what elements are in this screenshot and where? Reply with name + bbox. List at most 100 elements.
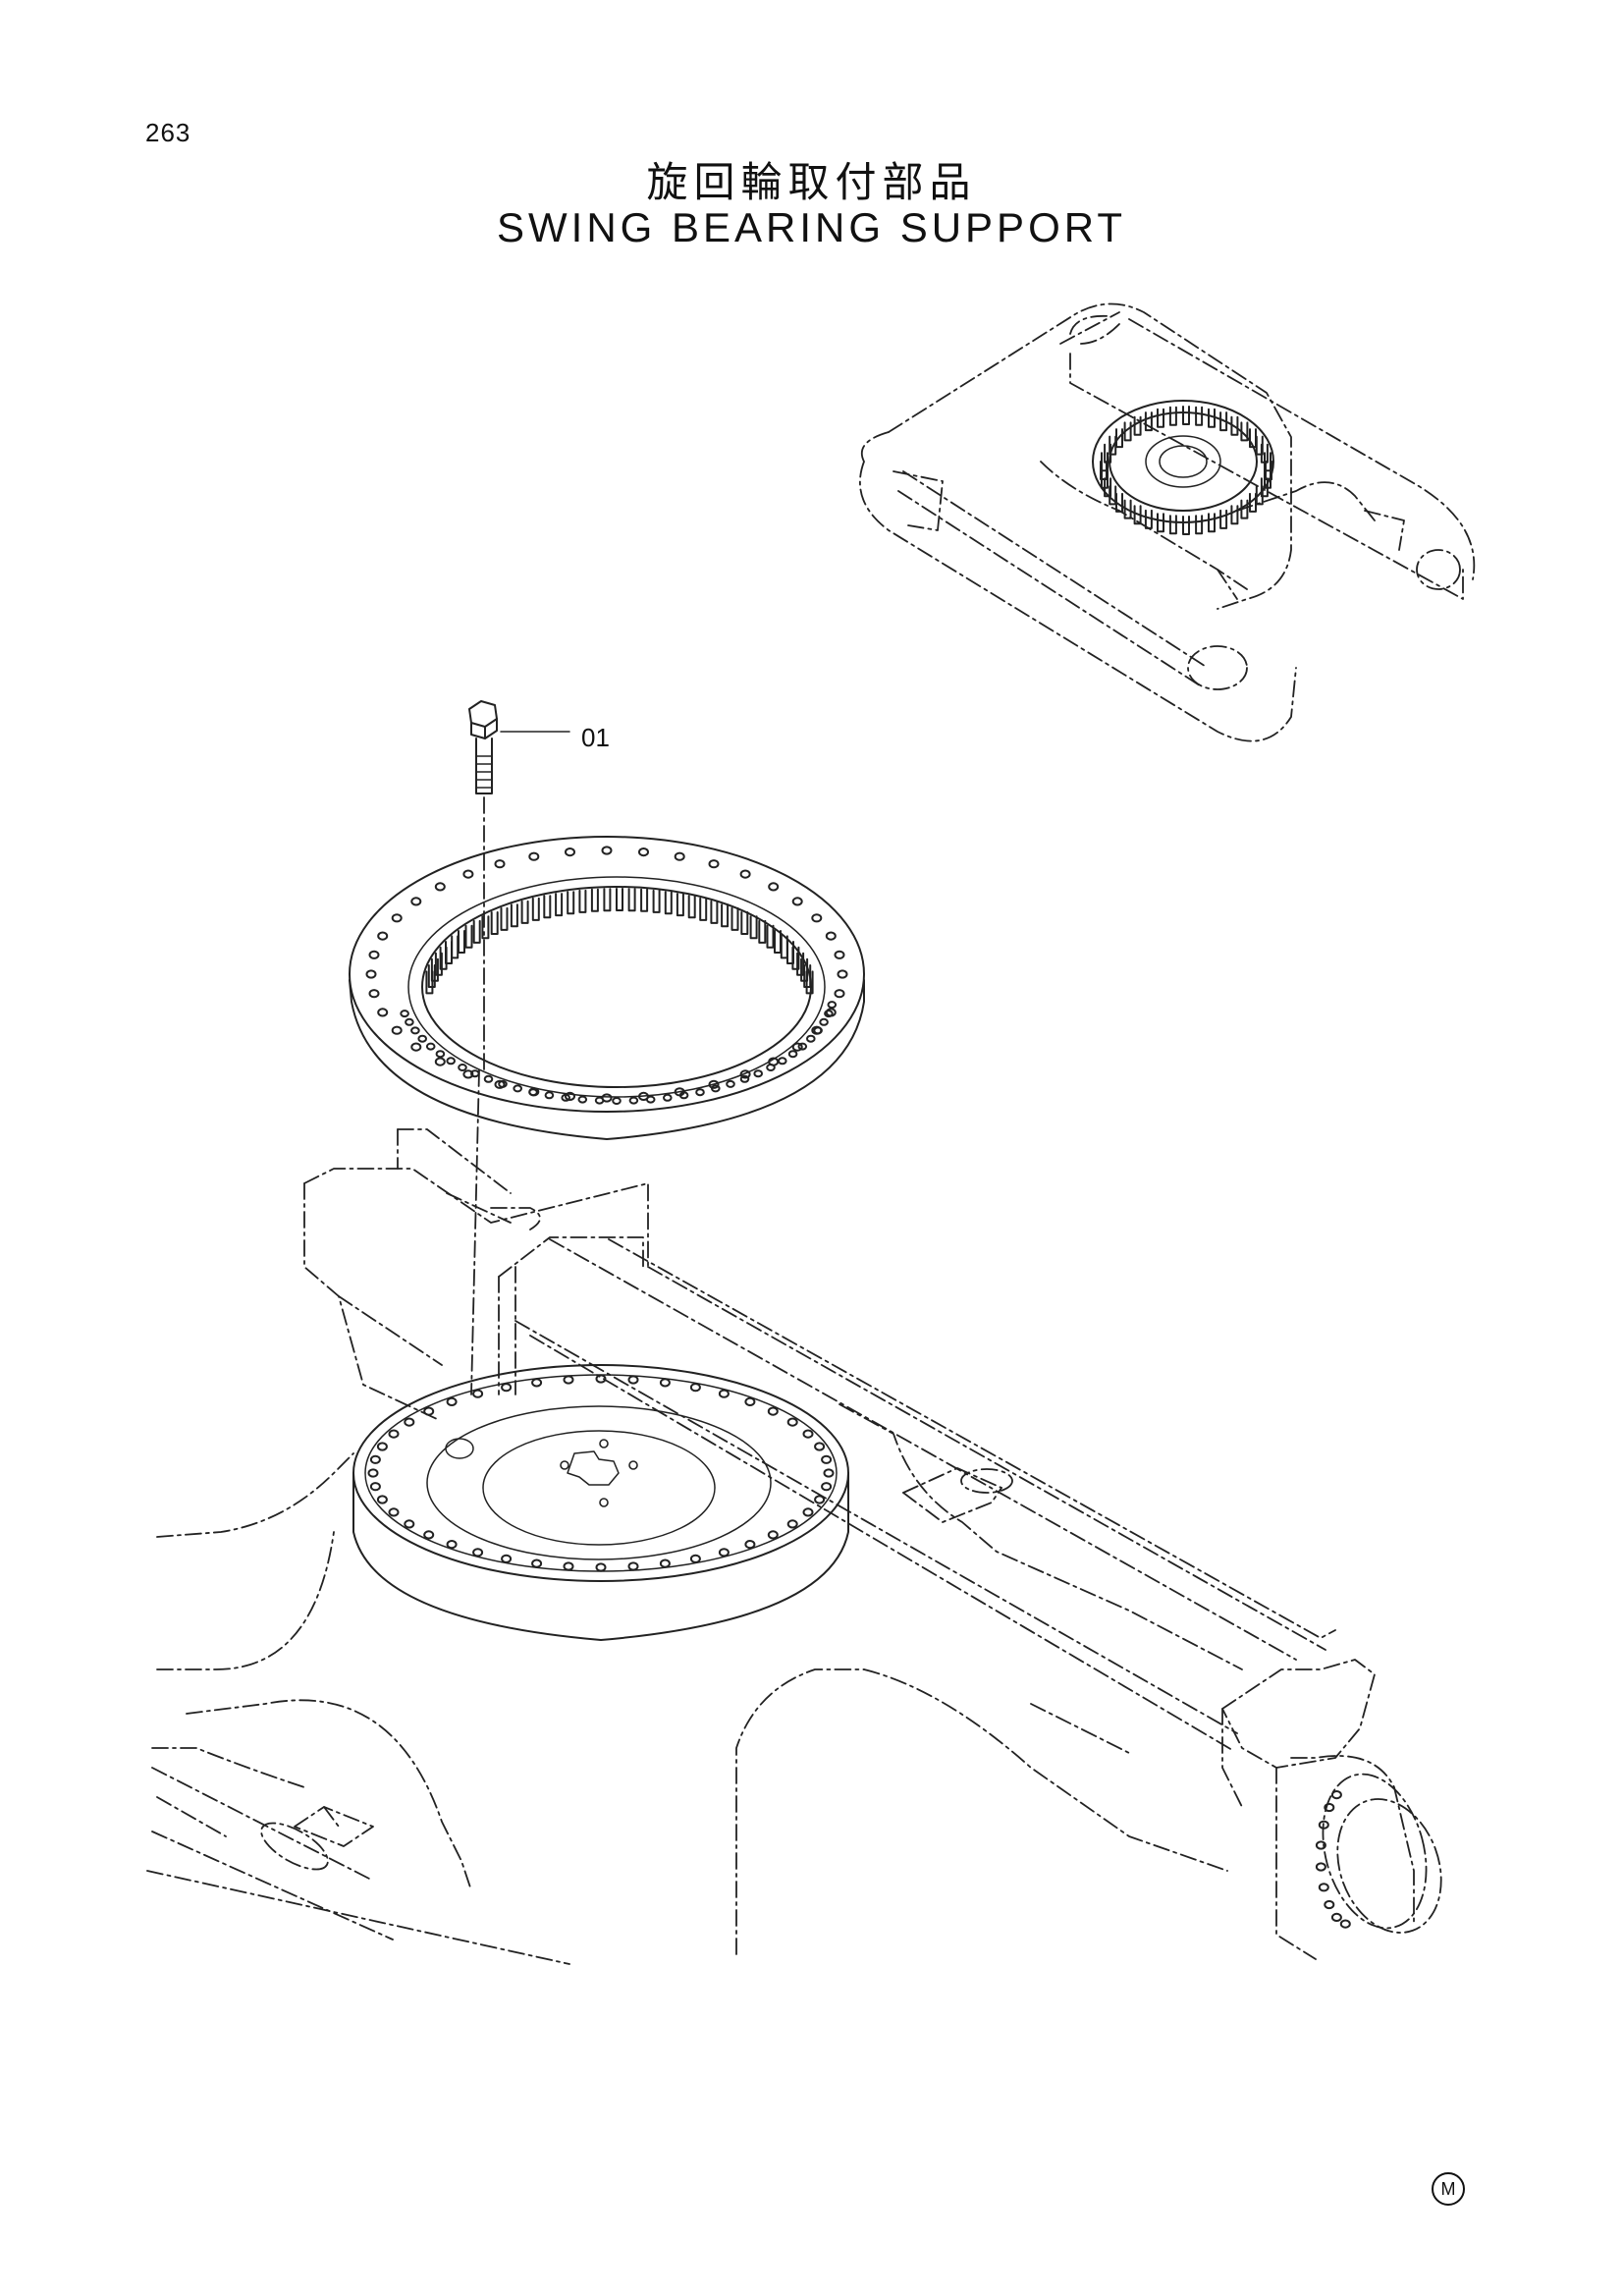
overview-gear-tooth — [1115, 492, 1123, 513]
gear-tooth — [603, 888, 612, 912]
gear-tooth — [749, 915, 758, 940]
ring-bolt-hole — [377, 1008, 389, 1017]
ring-inner-hole — [513, 1084, 523, 1093]
gear-tooth — [627, 888, 636, 912]
overview-gear-tooth — [1182, 406, 1190, 425]
base-bolt-hole — [369, 1482, 381, 1492]
gear-tooth — [791, 946, 800, 970]
gear-tooth — [740, 911, 749, 935]
ring-inner-hole — [577, 1095, 588, 1104]
gear-tooth — [640, 888, 649, 912]
base-bolt-hole — [472, 1548, 484, 1558]
overview-gear-tooth — [1182, 516, 1190, 535]
swing-bearing-ring — [349, 836, 865, 1140]
ring-inner-hole — [813, 1026, 823, 1035]
ring-inner-hole — [695, 1088, 705, 1097]
ring-bolt-hole — [434, 882, 446, 892]
overview-gear-tooth — [1230, 505, 1239, 525]
ring-inner-hole — [483, 1074, 494, 1083]
overview-gear-tooth — [1144, 411, 1153, 432]
ring-bolt-hole — [391, 1025, 403, 1035]
ring-bolt-hole — [811, 913, 823, 923]
ring-inner-hole — [711, 1084, 721, 1093]
base-bolt-hole — [404, 1519, 415, 1529]
gear-tooth — [710, 900, 719, 924]
base-bolt-hole — [501, 1554, 513, 1563]
ring-inner-hole — [778, 1057, 787, 1066]
gear-tooth — [500, 906, 509, 931]
gear-tooth — [730, 906, 739, 931]
gear-tooth — [490, 911, 499, 935]
base-bolt-hole — [376, 1495, 388, 1504]
ring-inner-hole — [806, 1034, 816, 1043]
base-bolt-hole — [388, 1507, 400, 1517]
ring-bolt-hole — [837, 969, 848, 979]
gear-tooth — [766, 924, 775, 949]
ring-bolt-hole — [739, 1069, 751, 1079]
flange-hole — [1324, 1899, 1335, 1910]
ring-inner-hole — [498, 1079, 508, 1088]
base-bolt-hole — [472, 1389, 484, 1398]
flange-hole — [1315, 1862, 1326, 1872]
undercarriage-overview — [859, 302, 1476, 742]
base-bolt-hole — [689, 1383, 701, 1393]
base-bolt-hole — [388, 1429, 400, 1439]
gear-tooth — [758, 919, 767, 944]
ring-inner-hole — [446, 1057, 457, 1066]
base-bolt-hole — [814, 1495, 826, 1504]
ring-inner-hole — [663, 1093, 673, 1102]
ring-bolt-hole — [365, 969, 377, 979]
gear-tooth — [664, 891, 673, 915]
circled-m-icon: M — [1432, 2172, 1465, 2206]
gear-tooth — [458, 930, 465, 954]
gear-tooth — [520, 900, 529, 924]
ring-inner-hole — [787, 1050, 798, 1059]
gear-tooth — [434, 952, 443, 976]
base-bolt-hole — [821, 1454, 833, 1464]
ring-bolt-hole — [462, 869, 474, 879]
ring-bolt-hole — [674, 851, 685, 861]
base-bolt-hole — [563, 1561, 574, 1571]
ring-inner-hole — [458, 1064, 467, 1071]
ring-bolt-hole — [434, 1057, 446, 1066]
gear-tooth — [430, 957, 439, 982]
base-bolt-hole — [786, 1519, 798, 1529]
gear-tooth — [555, 893, 564, 917]
ring-inner-hole — [645, 1095, 656, 1104]
base-bolt-hole — [744, 1396, 756, 1407]
gear-tooth — [578, 889, 587, 913]
flange-hole — [1330, 1790, 1342, 1800]
overview-gear-tooth — [1168, 406, 1177, 426]
gear-tooth — [427, 964, 436, 988]
gear-tooth — [590, 888, 599, 912]
ring-bolt-hole — [410, 1042, 422, 1052]
base-bolt-hole — [563, 1375, 574, 1385]
page-number: 263 — [145, 118, 191, 147]
base-bolt-hole — [814, 1442, 826, 1451]
ring-bolt-hole — [368, 989, 380, 999]
gear-tooth — [445, 941, 453, 964]
ring-bolt-hole — [565, 1091, 575, 1102]
flange-hole — [1315, 1840, 1326, 1850]
overview-gear-tooth — [1219, 411, 1228, 432]
base-bolt-hole — [627, 1375, 639, 1385]
gear-tooth — [687, 895, 696, 919]
ring-bolt-hole — [494, 859, 506, 869]
ring-inner-hole — [410, 1026, 420, 1035]
ring-bolt-hole — [834, 950, 845, 959]
base-bolt-hole — [767, 1530, 779, 1540]
overview-gear-tooth — [1144, 509, 1153, 529]
ring-bolt-hole — [768, 882, 780, 892]
base-bolt-hole — [423, 1530, 435, 1540]
overview-gear-tooth — [1240, 421, 1249, 442]
bolt-part — [468, 700, 570, 1395]
base-bolt-hole — [446, 1396, 458, 1407]
ring-bolt-hole — [494, 1079, 506, 1089]
base-bolt-hole — [744, 1540, 756, 1550]
ring-inner-hole — [628, 1096, 639, 1105]
ring-bolt-hole — [565, 847, 575, 857]
base-bolt-hole — [659, 1558, 671, 1568]
overview-gear-tooth — [1123, 421, 1132, 442]
base-bolt-hole — [595, 1374, 607, 1384]
